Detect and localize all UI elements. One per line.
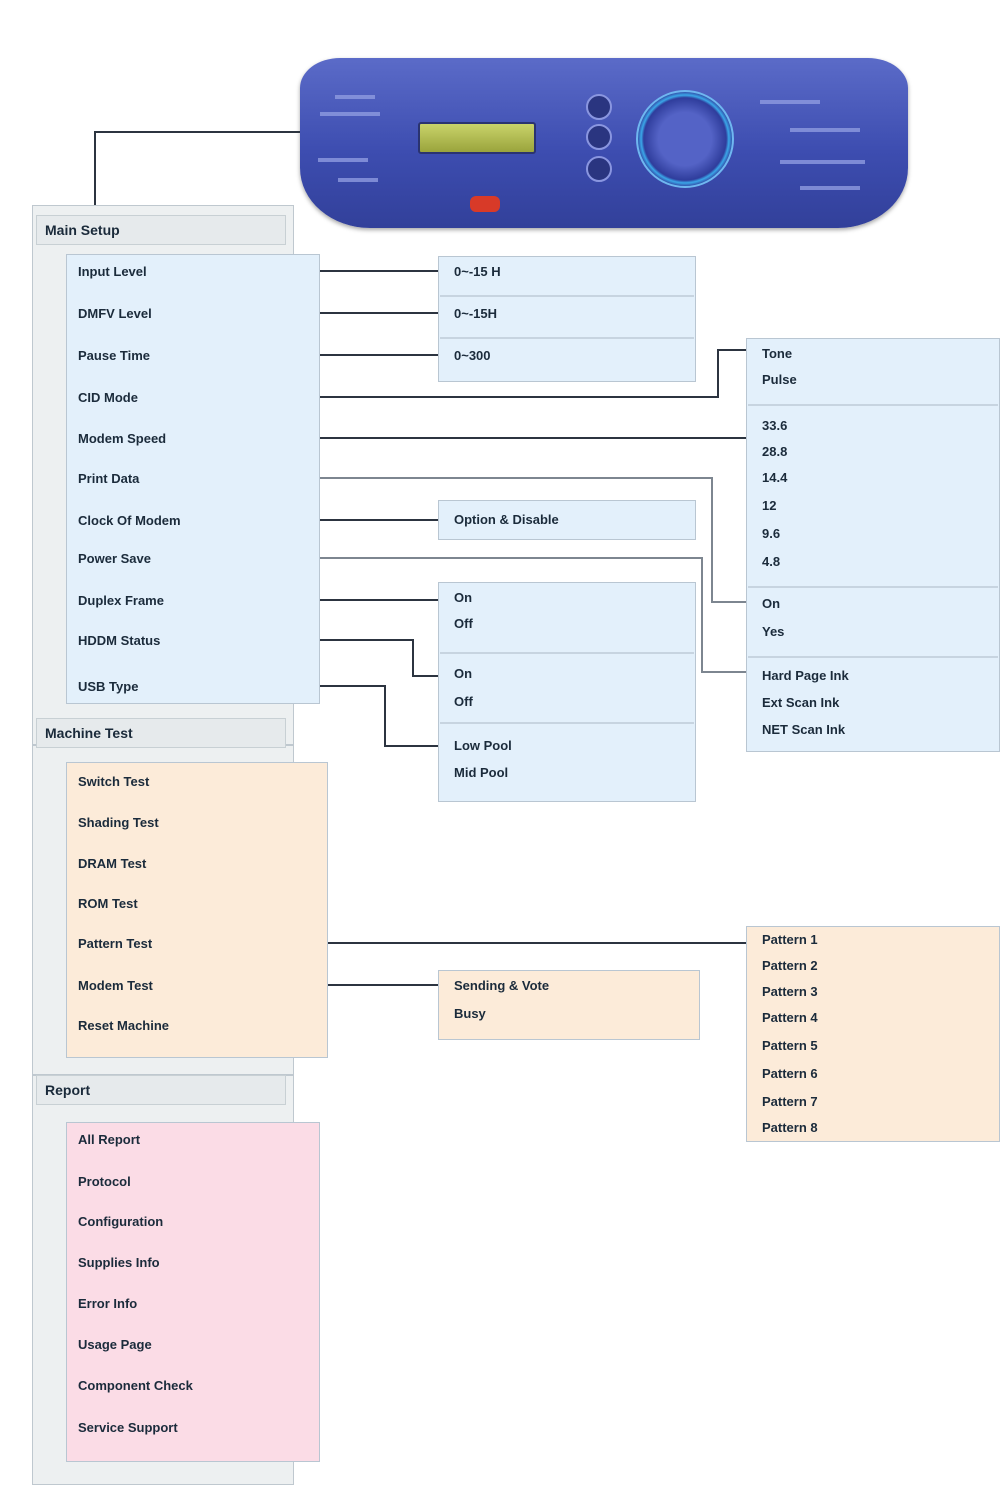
machine-test-header: Machine Test (36, 718, 286, 748)
option-usb-mid-pool[interactable]: Mid Pool (454, 765, 509, 780)
modem-test-options-box (438, 970, 700, 1040)
menu-item-power-save[interactable]: Power Save (78, 551, 151, 566)
panel-button-icon (586, 156, 612, 182)
option-speed-1[interactable]: 33.6 (762, 418, 788, 433)
option-speed-3[interactable]: 14.4 (762, 470, 788, 485)
panel-label-mark (780, 160, 865, 164)
stop-button-icon (470, 196, 500, 212)
option-pattern-3[interactable]: Pattern 3 (762, 984, 818, 999)
panel-label-mark (338, 178, 378, 182)
toggle-options-box (438, 582, 696, 802)
option-speed-5[interactable]: 9.6 (762, 526, 781, 541)
menu-item-rom-test[interactable]: ROM Test (78, 896, 138, 911)
menu-item-pattern-test[interactable]: Pattern Test (78, 936, 153, 951)
report-list (66, 1122, 320, 1462)
divider (440, 652, 694, 654)
menu-item-switch-test[interactable]: Switch Test (78, 774, 150, 789)
level-options-box (438, 256, 696, 382)
option-pattern-2[interactable]: Pattern 2 (762, 958, 818, 973)
menu-item-configuration[interactable]: Configuration (78, 1214, 164, 1229)
option-dmfv-level-range[interactable]: 0~-15H (454, 306, 497, 321)
menu-item-all-report[interactable]: All Report (78, 1132, 141, 1147)
divider (748, 404, 998, 406)
menu-item-usb-type[interactable]: USB Type (78, 679, 139, 694)
menu-item-usage-page[interactable]: Usage Page (78, 1337, 152, 1352)
divider (440, 722, 694, 724)
option-hddm-on[interactable]: On (454, 666, 473, 681)
panel-label-mark (800, 186, 860, 190)
menu-item-reset-machine[interactable]: Reset Machine (78, 1018, 170, 1033)
menu-item-service-support[interactable]: Service Support (78, 1420, 178, 1435)
option-pattern-1[interactable]: Pattern 1 (762, 932, 818, 947)
option-pattern-8[interactable]: Pattern 8 (762, 1120, 818, 1135)
menu-item-pause-time[interactable]: Pause Time (78, 348, 151, 363)
option-speed-6[interactable]: 4.8 (762, 554, 781, 569)
option-cid-pulse[interactable]: Pulse (762, 372, 797, 387)
option-duplex-off[interactable]: Off (454, 616, 473, 631)
panel-label-mark (790, 128, 860, 132)
menu-item-dmfv-level[interactable]: DMFV Level (78, 306, 152, 321)
menu-item-shading-test[interactable]: Shading Test (78, 815, 159, 830)
option-clock-of-modem[interactable]: Option & Disable (454, 512, 559, 527)
navigation-dial-icon (636, 90, 734, 188)
main-setup-list (66, 254, 320, 704)
right-options-box (746, 338, 1000, 752)
option-speed-4[interactable]: 12 (762, 498, 777, 513)
option-pause-time-range[interactable]: 0~300 (454, 348, 491, 363)
menu-item-error-info[interactable]: Error Info (78, 1296, 138, 1311)
panel-label-mark (320, 112, 380, 116)
panel-label-mark (318, 158, 368, 162)
menu-item-supplies-info[interactable]: Supplies Info (78, 1255, 160, 1270)
menu-item-cid-mode[interactable]: CID Mode (78, 390, 138, 405)
option-input-level-range[interactable]: 0~-15 H (454, 264, 501, 279)
divider (440, 337, 694, 339)
panel-label-mark (760, 100, 820, 104)
main-setup-header: Main Setup (36, 215, 286, 245)
menu-item-component-check[interactable]: Component Check (78, 1378, 193, 1393)
menu-item-modem-speed[interactable]: Modem Speed (78, 431, 167, 446)
option-modem-busy[interactable]: Busy (454, 1006, 486, 1021)
option-pattern-7[interactable]: Pattern 7 (762, 1094, 818, 1109)
option-power-save-yes[interactable]: Yes (762, 624, 785, 639)
menu-item-print-data[interactable]: Print Data (78, 471, 140, 486)
menu-item-duplex-frame[interactable]: Duplex Frame (78, 593, 164, 608)
option-usb-speed-3[interactable]: NET Scan Ink (762, 722, 846, 737)
option-power-save-on[interactable]: On (762, 596, 781, 611)
option-usb-speed-1[interactable]: Hard Page Ink (762, 668, 849, 683)
panel-button-icon (586, 124, 612, 150)
menu-item-hddm-status[interactable]: HDDM Status (78, 633, 161, 648)
option-modem-sending-vote[interactable]: Sending & Vote (454, 978, 550, 993)
clock-option-box (438, 500, 696, 540)
menu-item-clock-of-modem[interactable]: Clock Of Modem (78, 513, 181, 528)
divider (748, 586, 998, 588)
option-duplex-on[interactable]: On (454, 590, 473, 605)
option-pattern-5[interactable]: Pattern 5 (762, 1038, 818, 1053)
divider (748, 656, 998, 658)
menu-item-modem-test[interactable]: Modem Test (78, 978, 153, 993)
lcd-display-icon (418, 122, 536, 154)
menu-item-dram-test[interactable]: DRAM Test (78, 856, 147, 871)
option-hddm-off[interactable]: Off (454, 694, 473, 709)
option-pattern-6[interactable]: Pattern 6 (762, 1066, 818, 1081)
option-usb-speed-2[interactable]: Ext Scan Ink (762, 695, 840, 710)
panel-button-icon (586, 94, 612, 120)
menu-item-protocol[interactable]: Protocol (78, 1174, 131, 1189)
machine-test-list (66, 762, 328, 1058)
pattern-options-box (746, 926, 1000, 1142)
report-header: Report (36, 1075, 286, 1105)
panel-label-mark (335, 95, 375, 99)
divider (440, 295, 694, 297)
option-speed-2[interactable]: 28.8 (762, 444, 788, 459)
option-usb-low-pool[interactable]: Low Pool (454, 738, 512, 753)
option-cid-tone[interactable]: Tone (762, 346, 793, 361)
option-pattern-4[interactable]: Pattern 4 (762, 1010, 818, 1025)
menu-item-input-level[interactable]: Input Level (78, 264, 147, 279)
